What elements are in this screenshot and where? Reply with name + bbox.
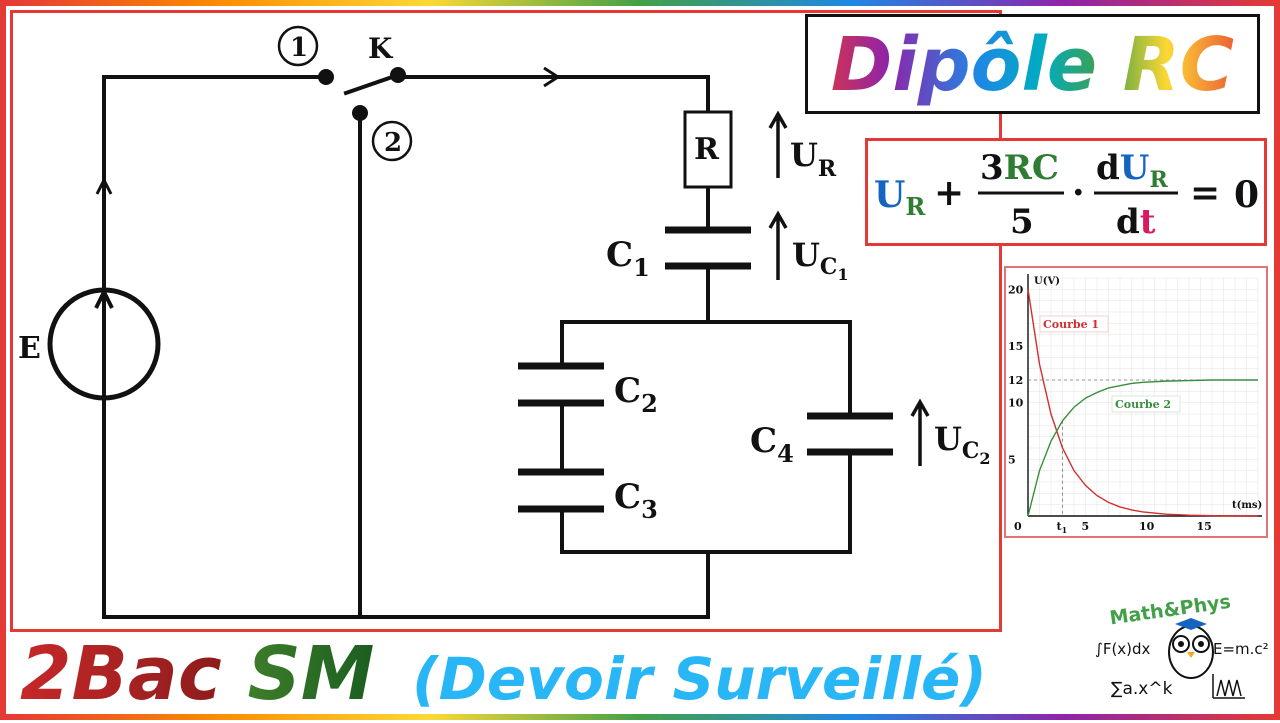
logo-brand: Math&Phys bbox=[1108, 591, 1232, 630]
eq-plus: + bbox=[934, 172, 964, 214]
differential-equation: UR + 3RC 5 · dUR dt = 0 bbox=[874, 148, 1259, 242]
chart-axes bbox=[1027, 274, 1262, 517]
wire-top-right bbox=[396, 75, 710, 114]
wire-left-top bbox=[102, 75, 328, 619]
x-tick-label: 15 bbox=[1197, 520, 1212, 533]
page-title: Dipôle RC bbox=[808, 19, 1257, 111]
ur-label: UR bbox=[790, 136, 837, 182]
switch-contact-pivot bbox=[390, 67, 406, 83]
switch-contact-2 bbox=[352, 105, 368, 121]
x-axis-label: t(ms) bbox=[1232, 500, 1262, 511]
title-box: Dipôle RC bbox=[805, 14, 1260, 114]
eq-equals: = bbox=[1190, 172, 1220, 214]
position-1-label: 1 bbox=[290, 33, 308, 63]
owl-icon bbox=[1168, 618, 1214, 679]
wire-bottom bbox=[102, 550, 710, 619]
eq-deriv-denominator: dt bbox=[1116, 202, 1156, 242]
chart-curves bbox=[1027, 289, 1259, 517]
y-tick-label: 12 bbox=[1008, 374, 1023, 387]
x-tick-label: 5 bbox=[1082, 520, 1090, 533]
position-2-marker bbox=[371, 120, 413, 162]
source-label: E bbox=[18, 331, 41, 366]
eq-denominator: 5 bbox=[1010, 202, 1034, 242]
legend-courbe-1: Courbe 1 bbox=[1043, 318, 1099, 331]
eq-numerator: 3RC bbox=[980, 148, 1059, 188]
uc2-arrow-icon bbox=[910, 398, 930, 466]
y-axis-label: U(V) bbox=[1034, 276, 1060, 287]
switch-contact-1 bbox=[318, 69, 334, 85]
uc1-arrow-icon bbox=[768, 210, 788, 280]
resistor-label: R bbox=[694, 132, 720, 167]
y-tick-label: 20 bbox=[1008, 283, 1024, 296]
bottom-title: 2Bac SM (Devoir Surveillé) bbox=[20, 630, 987, 723]
circuit-panel bbox=[10, 10, 1002, 632]
graph-panel: 5 10 15 5 10 12 15 20 0 t(ms) U(V) t1 Courbe 1 Courbe… bbox=[1004, 266, 1268, 538]
logo-formula-right: E=m.c² bbox=[1213, 640, 1269, 658]
switch-label: K bbox=[368, 32, 394, 65]
uc1-label: UC1 bbox=[792, 236, 849, 284]
x-tick-label: 10 bbox=[1139, 520, 1155, 533]
logo-formula-bottom: ∑a.x^k bbox=[1111, 679, 1173, 699]
signal-icon bbox=[1212, 674, 1245, 699]
legend-box-1 bbox=[1039, 315, 1109, 333]
equation-box: UR + 3RC 5 · dUR dt = 0 bbox=[865, 138, 1267, 246]
position-2-label: 2 bbox=[384, 128, 402, 158]
position-1-marker bbox=[277, 25, 319, 67]
switch-arm bbox=[343, 72, 401, 96]
eq-deriv-numerator: dUR bbox=[1096, 148, 1168, 193]
source-arrow-icon bbox=[94, 291, 114, 309]
current-arrow-icon bbox=[505, 66, 561, 88]
y-tick-label: 10 bbox=[1008, 397, 1024, 410]
legend-courbe-2: Courbe 2 bbox=[1115, 398, 1171, 411]
ur-arrow-icon bbox=[768, 110, 788, 178]
c1-label: C1 bbox=[606, 235, 650, 282]
resistor bbox=[683, 110, 733, 189]
y-tick-label: 15 bbox=[1008, 340, 1023, 353]
t1-label: t1 bbox=[1057, 520, 1068, 535]
logo-formula-left: ∫F(x)dx bbox=[1095, 640, 1151, 658]
exam-type-label: (Devoir Surveillé) bbox=[412, 645, 987, 713]
voltage-source bbox=[47, 287, 161, 401]
legend-box-2 bbox=[1111, 395, 1181, 413]
mathphys-logo: Math&Phys ∫F(x)dx E=m.c² ∑a.x^k bbox=[1095, 591, 1269, 699]
uc2-label: UC2 bbox=[934, 420, 991, 468]
level-label: 2Bac bbox=[20, 631, 222, 717]
chart-labels: 5 10 15 5 10 12 15 20 0 t(ms) U(V) t1 Courbe 1 Courbe… bbox=[1008, 276, 1262, 535]
c3-label: C3 bbox=[614, 477, 658, 524]
track-label: SM bbox=[247, 631, 375, 717]
eq-dot: · bbox=[1072, 172, 1085, 214]
c2-label: C2 bbox=[614, 371, 658, 418]
eq-rhs: 0 bbox=[1234, 174, 1259, 216]
eq-term1: UR bbox=[874, 174, 926, 221]
origin-label: 0 bbox=[1014, 520, 1022, 533]
voltage-chart: 5 10 15 5 10 12 15 20 0 t(ms) U(V) t1 Courbe 1 Courbe… bbox=[1008, 274, 1262, 535]
wire-current-arrow-icon bbox=[95, 179, 113, 195]
y-tick-label: 5 bbox=[1008, 453, 1016, 466]
series-2-line bbox=[1027, 379, 1258, 517]
c4-label: C4 bbox=[750, 421, 794, 468]
